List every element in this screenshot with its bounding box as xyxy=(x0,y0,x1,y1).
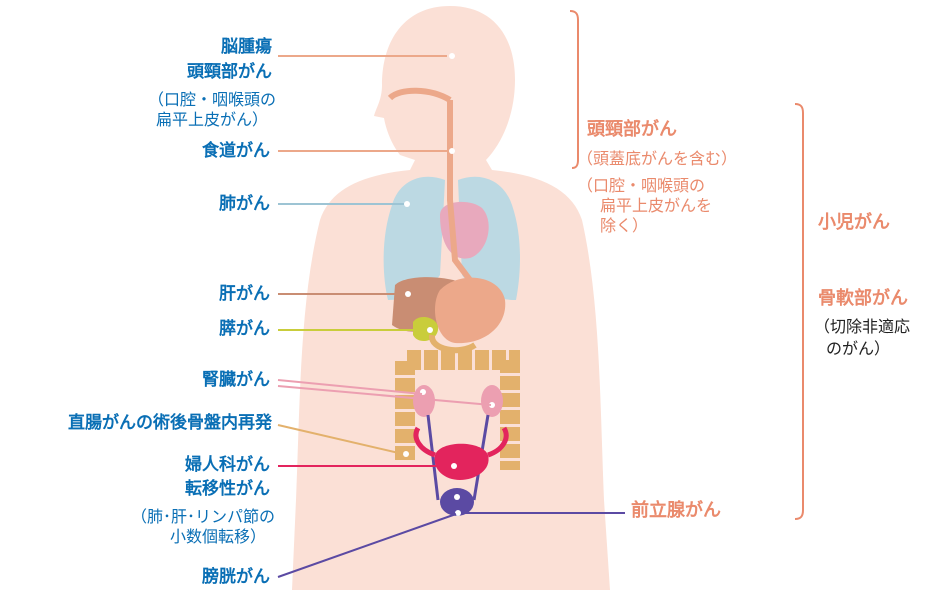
bracket-top xyxy=(569,10,579,169)
label-bladder: 膀胱がん xyxy=(202,567,270,587)
label-head-neck-left: 頭頸部がん xyxy=(187,62,272,82)
label-bone-soft-note-1: （切除非適応 xyxy=(814,317,911,336)
label-head-neck-right-note-1: （頭蓋底がんを含む） xyxy=(577,149,738,168)
bladder-organ xyxy=(440,488,474,516)
lung-left-organ xyxy=(383,176,445,300)
label-metastatic-note-2: 小数個転移） xyxy=(169,527,266,546)
label-bone-soft-note-2: のがん） xyxy=(826,339,891,358)
stomach-organ xyxy=(435,277,506,344)
label-pancreas: 膵がん xyxy=(219,319,270,339)
label-bone-soft-tissue: 骨軟部がん xyxy=(818,288,908,309)
label-head-neck-right-note-3: 扁平上皮がんを xyxy=(600,196,713,215)
label-head-neck-right-note-4: 除く） xyxy=(600,216,649,235)
label-esophagus: 食道がん xyxy=(202,141,270,161)
marker-dots xyxy=(403,53,495,516)
label-head-neck-right: 頭頸部がん xyxy=(587,119,677,140)
label-head-neck-note-2: 扁平上皮がん） xyxy=(155,110,268,129)
label-liver: 肝がん xyxy=(219,284,270,304)
label-head-neck-note-1: （口腔・咽喉頭の xyxy=(147,90,276,109)
kidney-right-organ xyxy=(481,385,503,417)
label-head-neck-right-note-2: （口腔・咽喉頭の xyxy=(577,176,706,195)
large-intestine-organ xyxy=(395,350,520,470)
leader-lines xyxy=(277,55,625,578)
duodenum xyxy=(429,334,477,354)
mouth-cavity xyxy=(387,87,452,103)
label-prostate: 前立腺がん xyxy=(631,500,721,521)
label-brain-tumor: 脳腫瘍 xyxy=(221,37,272,57)
label-gynecologic: 婦人科がん xyxy=(185,455,270,475)
label-lung: 肺がん xyxy=(219,194,270,214)
bracket-right xyxy=(794,103,804,520)
label-kidney: 腎臓がん xyxy=(202,370,270,390)
label-rectal-recurrence: 直腸がんの術後骨盤内再発 xyxy=(68,413,272,433)
label-metastatic-note-1: （肺･肝･リンパ節の xyxy=(130,507,275,526)
uterus-organ xyxy=(413,426,509,480)
label-metastatic: 転移性がん xyxy=(185,479,270,499)
label-pediatric: 小児がん xyxy=(818,212,890,233)
